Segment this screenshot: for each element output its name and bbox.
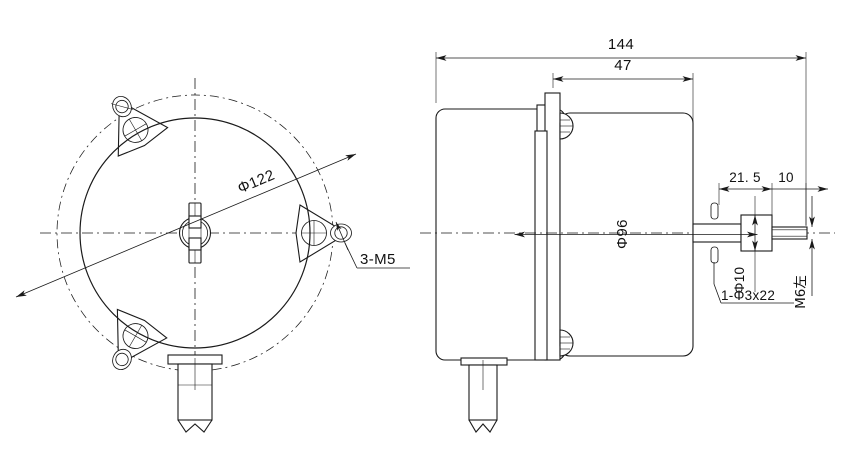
label-thread-end: M6左 <box>793 275 809 309</box>
shaft-boss <box>740 214 773 252</box>
label-mounting-holes: 3-M5 <box>360 251 396 268</box>
pin-hole-bottom <box>710 246 719 264</box>
label-shaft-length-b: 10 <box>778 170 794 185</box>
dim-body-diameter: Φ96 <box>514 219 758 249</box>
side-view: 144 47 Φ96 21. 5 <box>420 36 835 433</box>
dim-shaft-diameter: Φ10 <box>732 196 758 294</box>
flange-boss-bottom <box>559 329 574 357</box>
shaft-thin-section <box>692 223 742 243</box>
label-shaft-diameter: Φ10 <box>732 267 747 294</box>
dim-shaft-length-b: 10 <box>772 170 828 226</box>
front-view: Φ122 3-M5 <box>15 78 410 433</box>
cable-outlet <box>167 354 223 433</box>
mounting-bracket-lower-left <box>112 308 168 371</box>
output-shaft-assembly <box>692 202 808 264</box>
pin-hole-top <box>710 202 719 220</box>
label-pin-hole: 1-Φ3x22 <box>721 288 775 303</box>
dim-shaft-length-a: 21. 5 <box>718 170 773 218</box>
label-flange-to-end: 47 <box>614 57 632 74</box>
side-cable-outlet <box>460 357 508 433</box>
label-body-diameter: Φ96 <box>614 219 631 249</box>
label-shaft-length-a: 21. 5 <box>729 170 761 185</box>
shaft-thread-m6 <box>771 226 808 240</box>
note-thread-end: M6左 <box>793 196 815 309</box>
flange-boss-top <box>559 112 574 140</box>
flange-back-plate <box>534 130 548 361</box>
label-overall-length: 144 <box>608 36 634 53</box>
note-pin-hole: 1-Φ3x22 <box>713 262 794 304</box>
dim-flange-to-end: 47 <box>552 57 694 225</box>
note-mounting-holes: 3-M5 <box>335 221 410 269</box>
